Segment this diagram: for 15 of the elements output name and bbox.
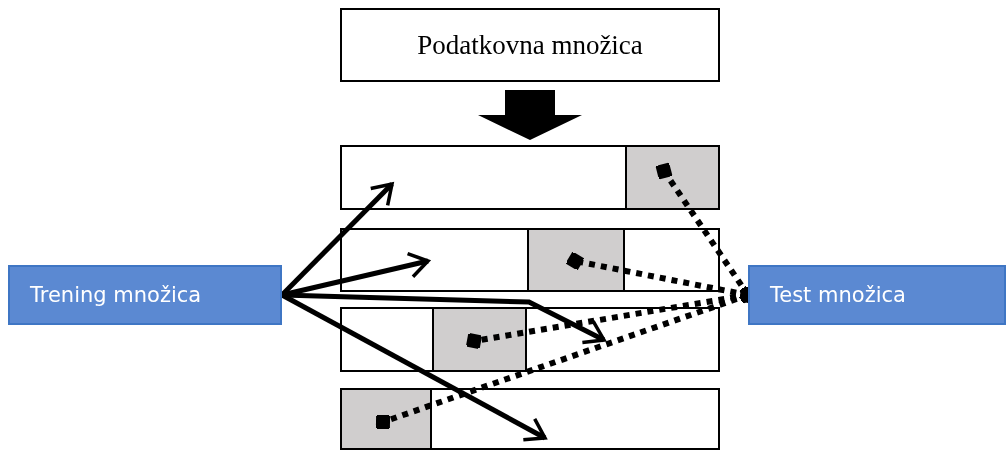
process-box (8, 265, 282, 325)
block-arrow (478, 90, 582, 140)
data-bar (340, 145, 720, 210)
data-bar (340, 388, 720, 450)
node-label: Test množica (770, 283, 906, 307)
node-label: Trening množica (30, 283, 202, 307)
title-box (340, 8, 720, 82)
test-fold-box (432, 307, 527, 372)
test-fold-box (527, 228, 625, 292)
test-fold-box (340, 388, 432, 450)
data-bar (340, 307, 720, 372)
process-box (748, 265, 1006, 325)
data-bar (340, 228, 720, 292)
node-label: Podatkovna množica (417, 29, 643, 61)
test-fold-box (625, 145, 720, 210)
